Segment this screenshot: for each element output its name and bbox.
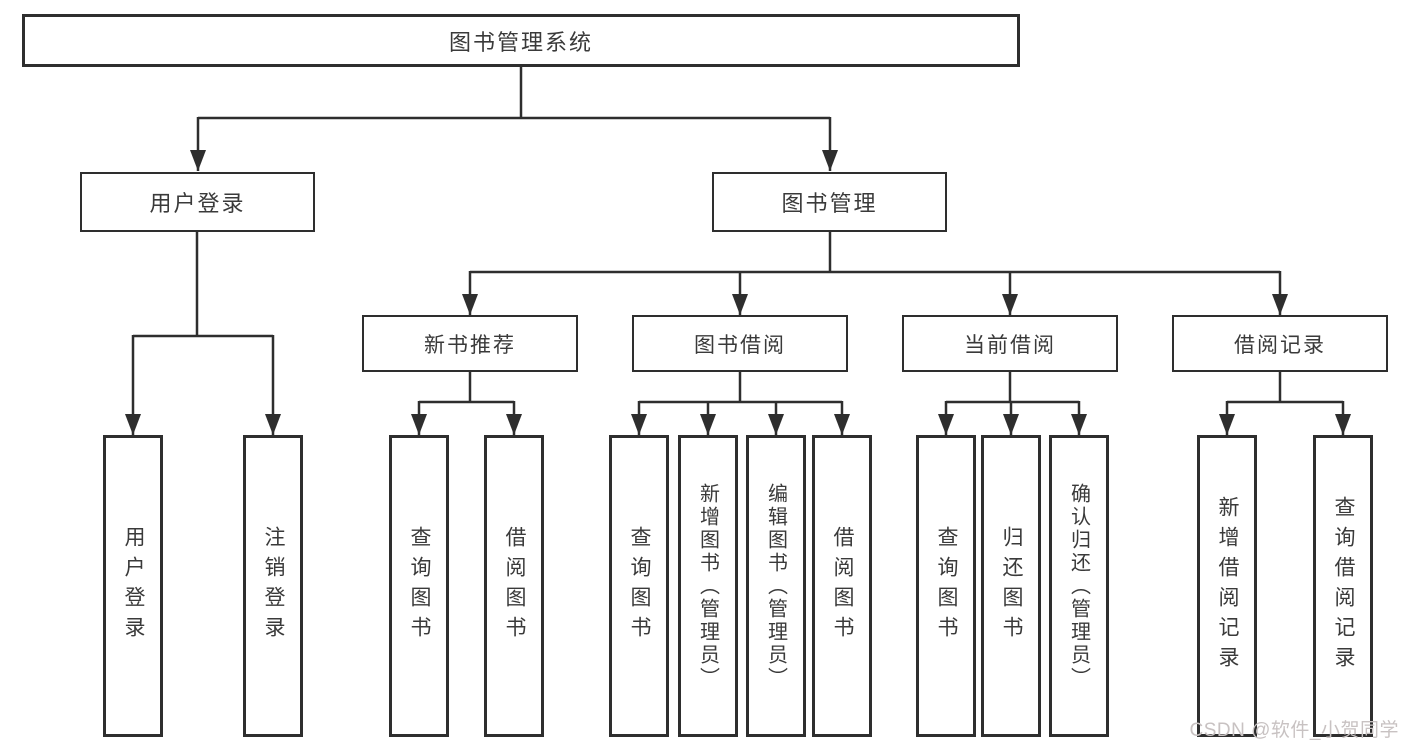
- node-current-borrow: 当前借阅: [902, 315, 1118, 372]
- leaf-edit-books-admin: 编辑图书（管理员）: [746, 435, 806, 737]
- node-root-system: 图书管理系统: [22, 14, 1020, 67]
- leaf-query-books-recommend: 查询图书: [389, 435, 449, 737]
- leaf-query-books-current: 查询图书: [916, 435, 976, 737]
- leaf-confirm-return-admin: 确认归还（管理员）: [1049, 435, 1109, 737]
- leaf-logout: 注销登录: [243, 435, 303, 737]
- leaf-query-borrow-record: 查询借阅记录: [1313, 435, 1373, 737]
- leaf-query-books-borrow: 查询图书: [609, 435, 669, 737]
- node-new-book-recommend: 新书推荐: [362, 315, 578, 372]
- node-borrow-records: 借阅记录: [1172, 315, 1388, 372]
- node-user-login: 用户登录: [80, 172, 315, 232]
- leaf-add-borrow-record: 新增借阅记录: [1197, 435, 1257, 737]
- leaf-borrow-books: 借阅图书: [812, 435, 872, 737]
- leaf-add-books-admin: 新增图书（管理员）: [678, 435, 738, 737]
- leaf-borrow-books-recommend: 借阅图书: [484, 435, 544, 737]
- leaf-return-books: 归还图书: [981, 435, 1041, 737]
- leaf-user-login: 用户登录: [103, 435, 163, 737]
- node-book-borrow: 图书借阅: [632, 315, 848, 372]
- node-book-management: 图书管理: [712, 172, 947, 232]
- csdn-watermark: CSDN @软件_小贺同学: [1189, 720, 1399, 741]
